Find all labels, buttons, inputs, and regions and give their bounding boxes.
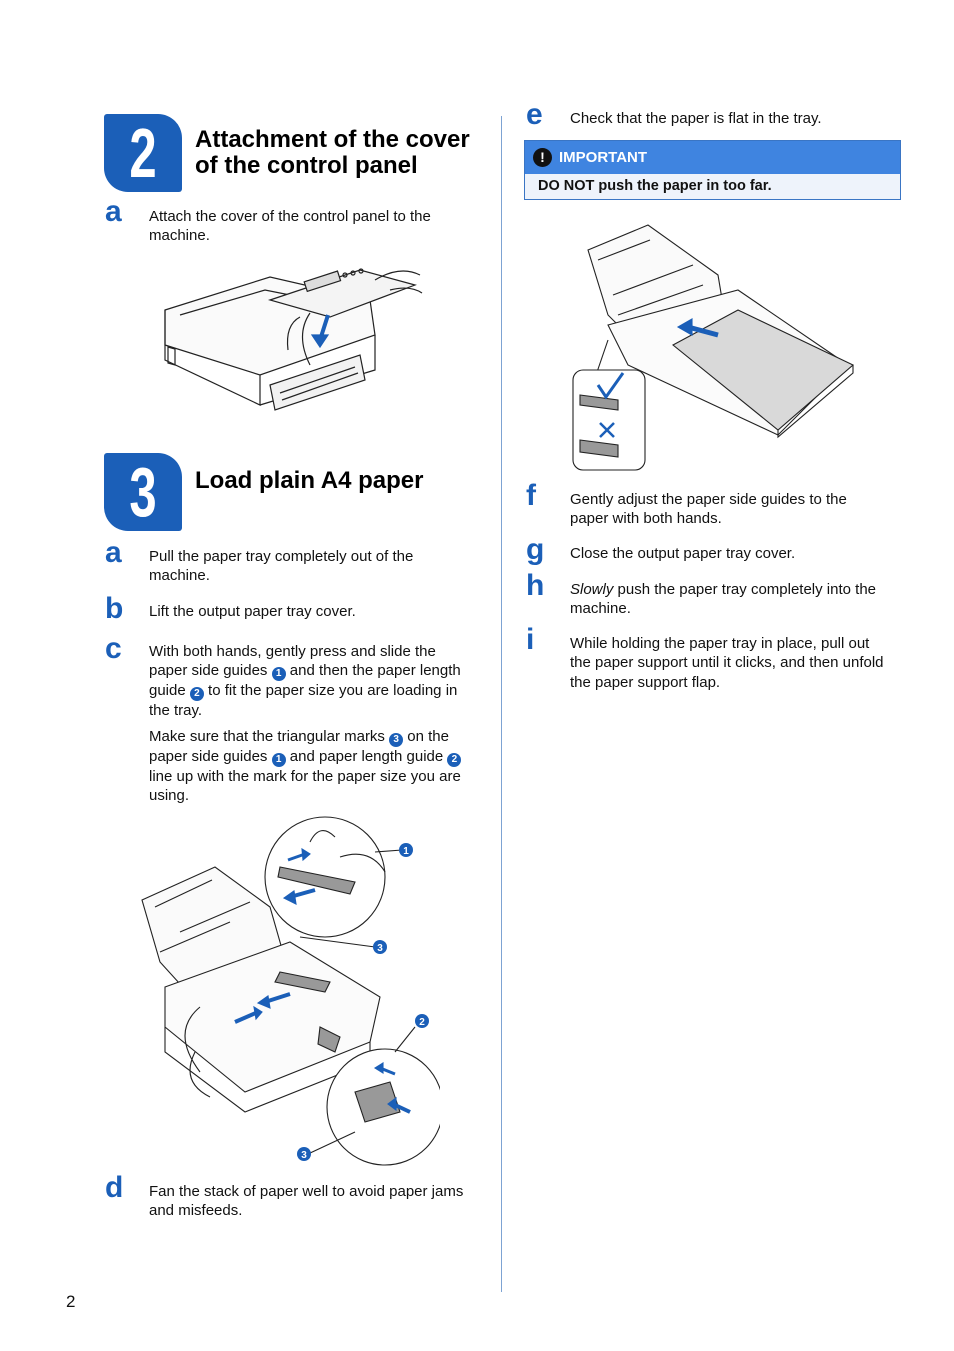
step-3g-text: Close the output paper tray cover.	[570, 545, 796, 562]
check-mark-icon	[596, 372, 625, 400]
step-letter-3h: h	[526, 569, 545, 602]
step-letter-3a: a	[105, 536, 122, 569]
exclamation-icon: !	[533, 148, 552, 167]
callout-2-label: 2	[419, 1017, 425, 1028]
step-letter-3f: f	[526, 479, 536, 512]
printer-cover-illustration	[164, 268, 423, 411]
callout-1-badge: 1	[271, 752, 286, 767]
step-letter-3c: c	[105, 632, 122, 665]
important-text: DO NOT push the paper in too far.	[525, 174, 900, 199]
step-letter-3e: e	[526, 98, 543, 131]
step-3d-text: Fan the stack of paper well to avoid pap…	[149, 1183, 464, 1220]
step-letter-2a: a	[105, 195, 122, 228]
step-number-badge-3: 3	[104, 453, 182, 531]
paper-tray-guides-illustration: 1 3 2 3	[141, 816, 440, 1166]
step-letter-3d: d	[105, 1171, 124, 1204]
step-letter-3g: g	[526, 533, 545, 566]
paper-flat-illustration	[572, 224, 854, 471]
section-2-title: Attachment of the cover of the control p…	[195, 126, 470, 179]
step-3c-text: With both hands, gently press and slide …	[149, 643, 462, 804]
column-divider	[501, 116, 502, 1292]
important-notice: ! IMPORTANT DO NOT push the paper in too…	[524, 140, 901, 200]
callout-3-label: 3	[301, 1150, 307, 1161]
step-3h-text: Slowly push the paper tray completely in…	[570, 581, 877, 618]
step-3b-text: Lift the output paper tray cover.	[149, 603, 356, 620]
callout-3-badge: 3	[389, 732, 404, 747]
callout-1-label: 1	[403, 846, 409, 857]
step-number-badge-2: 2	[104, 114, 182, 192]
callout-2-badge: 2	[447, 752, 462, 767]
callout-2-badge: 2	[189, 687, 204, 702]
step-letter-3i: i	[526, 623, 535, 656]
cross-mark-icon	[599, 422, 615, 438]
callout-3-label: 3	[377, 943, 383, 954]
step-3i-text: While holding the paper tray in place, p…	[570, 635, 884, 691]
step-2a-text: Attach the cover of the control panel to…	[149, 208, 431, 245]
step-letter-3b: b	[105, 592, 124, 625]
page-number: 2	[66, 1292, 76, 1311]
step-3e-text: Check that the paper is flat in the tray…	[570, 110, 822, 127]
callout-1-badge: 1	[271, 667, 286, 682]
step-3a-text: Pull the paper tray completely out of th…	[149, 548, 414, 585]
important-header: ! IMPORTANT	[525, 141, 900, 174]
step-3f-text: Gently adjust the paper side guides to t…	[570, 491, 847, 528]
section-3-title: Load plain A4 paper	[195, 467, 424, 494]
